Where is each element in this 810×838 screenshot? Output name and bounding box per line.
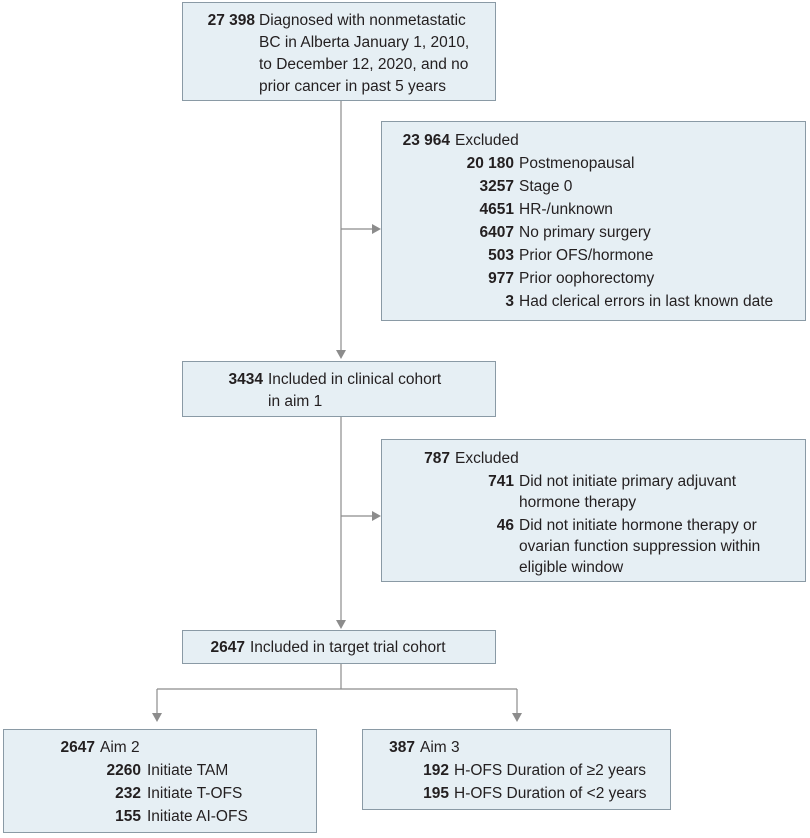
excluded1-item-count: 6407: [479, 224, 514, 241]
excluded1-item-label: Prior oophorectomy: [519, 270, 655, 287]
excluded2-item-count: 741: [488, 473, 514, 490]
excluded2-label: Excluded: [455, 450, 519, 467]
arrowhead-to-excluded2: [372, 511, 381, 521]
clinical-cohort-box: 3434 Included in clinical cohort in aim …: [182, 361, 496, 417]
arrowhead-to-clinical: [336, 350, 346, 359]
clinical-line-1: Included in clinical cohort: [268, 371, 442, 388]
aim3-item-count: 195: [423, 785, 449, 802]
excluded1-item-count: 977: [488, 270, 514, 287]
excluded2-item-line: eligible window: [519, 559, 624, 576]
aim3-item-count: 192: [423, 762, 449, 779]
aim2-item-label: Initiate T-OFS: [147, 785, 243, 802]
clinical-line-2: in aim 1: [268, 393, 323, 410]
arrowhead-to-excluded1: [372, 224, 381, 234]
diagnosed-box: 27 398 Diagnosed with nonmetastatic BC i…: [182, 2, 496, 101]
diagnosed-line-1: Diagnosed with nonmetastatic: [259, 12, 466, 29]
aim2-count: 2647: [60, 739, 95, 756]
excluded2-item-count: 46: [496, 517, 514, 534]
target-count: 2647: [210, 639, 245, 656]
aim2-item-count: 2260: [106, 762, 141, 779]
aim2-item-label: Initiate TAM: [147, 762, 229, 779]
aim3-item-label: H-OFS Duration of ≥2 years: [454, 762, 646, 779]
excluded-box-2: 787 Excluded 741 Did not initiate primar…: [381, 439, 806, 582]
aim3-item-label: H-OFS Duration of <2 years: [454, 785, 647, 802]
excluded1-item-label: No primary surgery: [519, 224, 651, 241]
target-label: Included in target trial cohort: [250, 639, 446, 656]
arrowhead-to-aim3: [512, 713, 522, 722]
aim3-box: 387 Aim 3 192 H-OFS Duration of ≥2 years…: [362, 729, 671, 810]
aim2-item-label: Initiate AI-OFS: [147, 808, 248, 825]
excluded1-label: Excluded: [455, 132, 519, 149]
excluded2-item-line: Did not initiate hormone therapy or: [519, 517, 757, 534]
excluded1-item-label: Stage 0: [519, 178, 573, 195]
aim2-box: 2647 Aim 2 2260 Initiate TAM 232 Initiat…: [3, 729, 317, 833]
excluded2-item-line: hormone therapy: [519, 494, 637, 511]
excluded-box-1: 23 964 Excluded 20 180 Postmenopausal 32…: [381, 121, 806, 321]
excluded1-item-label: HR-/unknown: [519, 201, 613, 218]
diagnosed-line-3: to December 12, 2020, and no: [259, 56, 469, 73]
excluded2-count: 787: [424, 450, 450, 467]
excluded1-item-count: 3: [505, 293, 514, 310]
excluded1-item-label: Prior OFS/hormone: [519, 247, 654, 264]
aim2-item-count: 232: [115, 785, 141, 802]
arrowhead-to-target: [336, 620, 346, 629]
excluded1-count: 23 964: [402, 132, 450, 149]
aim3-count: 387: [389, 739, 415, 756]
excluded1-item-count: 20 180: [466, 155, 514, 172]
arrowhead-to-aim2: [152, 713, 162, 722]
excluded2-item-line: Did not initiate primary adjuvant: [519, 473, 737, 490]
diagnosed-line-4: prior cancer in past 5 years: [259, 78, 446, 95]
aim2-label: Aim 2: [100, 739, 140, 756]
excluded1-item-count: 503: [488, 247, 514, 264]
aim3-label: Aim 3: [420, 739, 460, 756]
excluded1-item-label: Postmenopausal: [519, 155, 635, 172]
diagnosed-count: 27 398: [207, 12, 255, 29]
excluded1-item-label: Had clerical errors in last known date: [519, 293, 774, 310]
target-cohort-box: 2647 Included in target trial cohort: [182, 630, 496, 664]
excluded2-item-line: ovarian function suppression within: [519, 538, 761, 555]
diagnosed-line-2: BC in Alberta January 1, 2010,: [259, 34, 470, 51]
clinical-count: 3434: [228, 371, 263, 388]
excluded1-item-count: 3257: [479, 178, 514, 195]
excluded1-item-count: 4651: [479, 201, 514, 218]
aim2-item-count: 155: [115, 808, 141, 825]
